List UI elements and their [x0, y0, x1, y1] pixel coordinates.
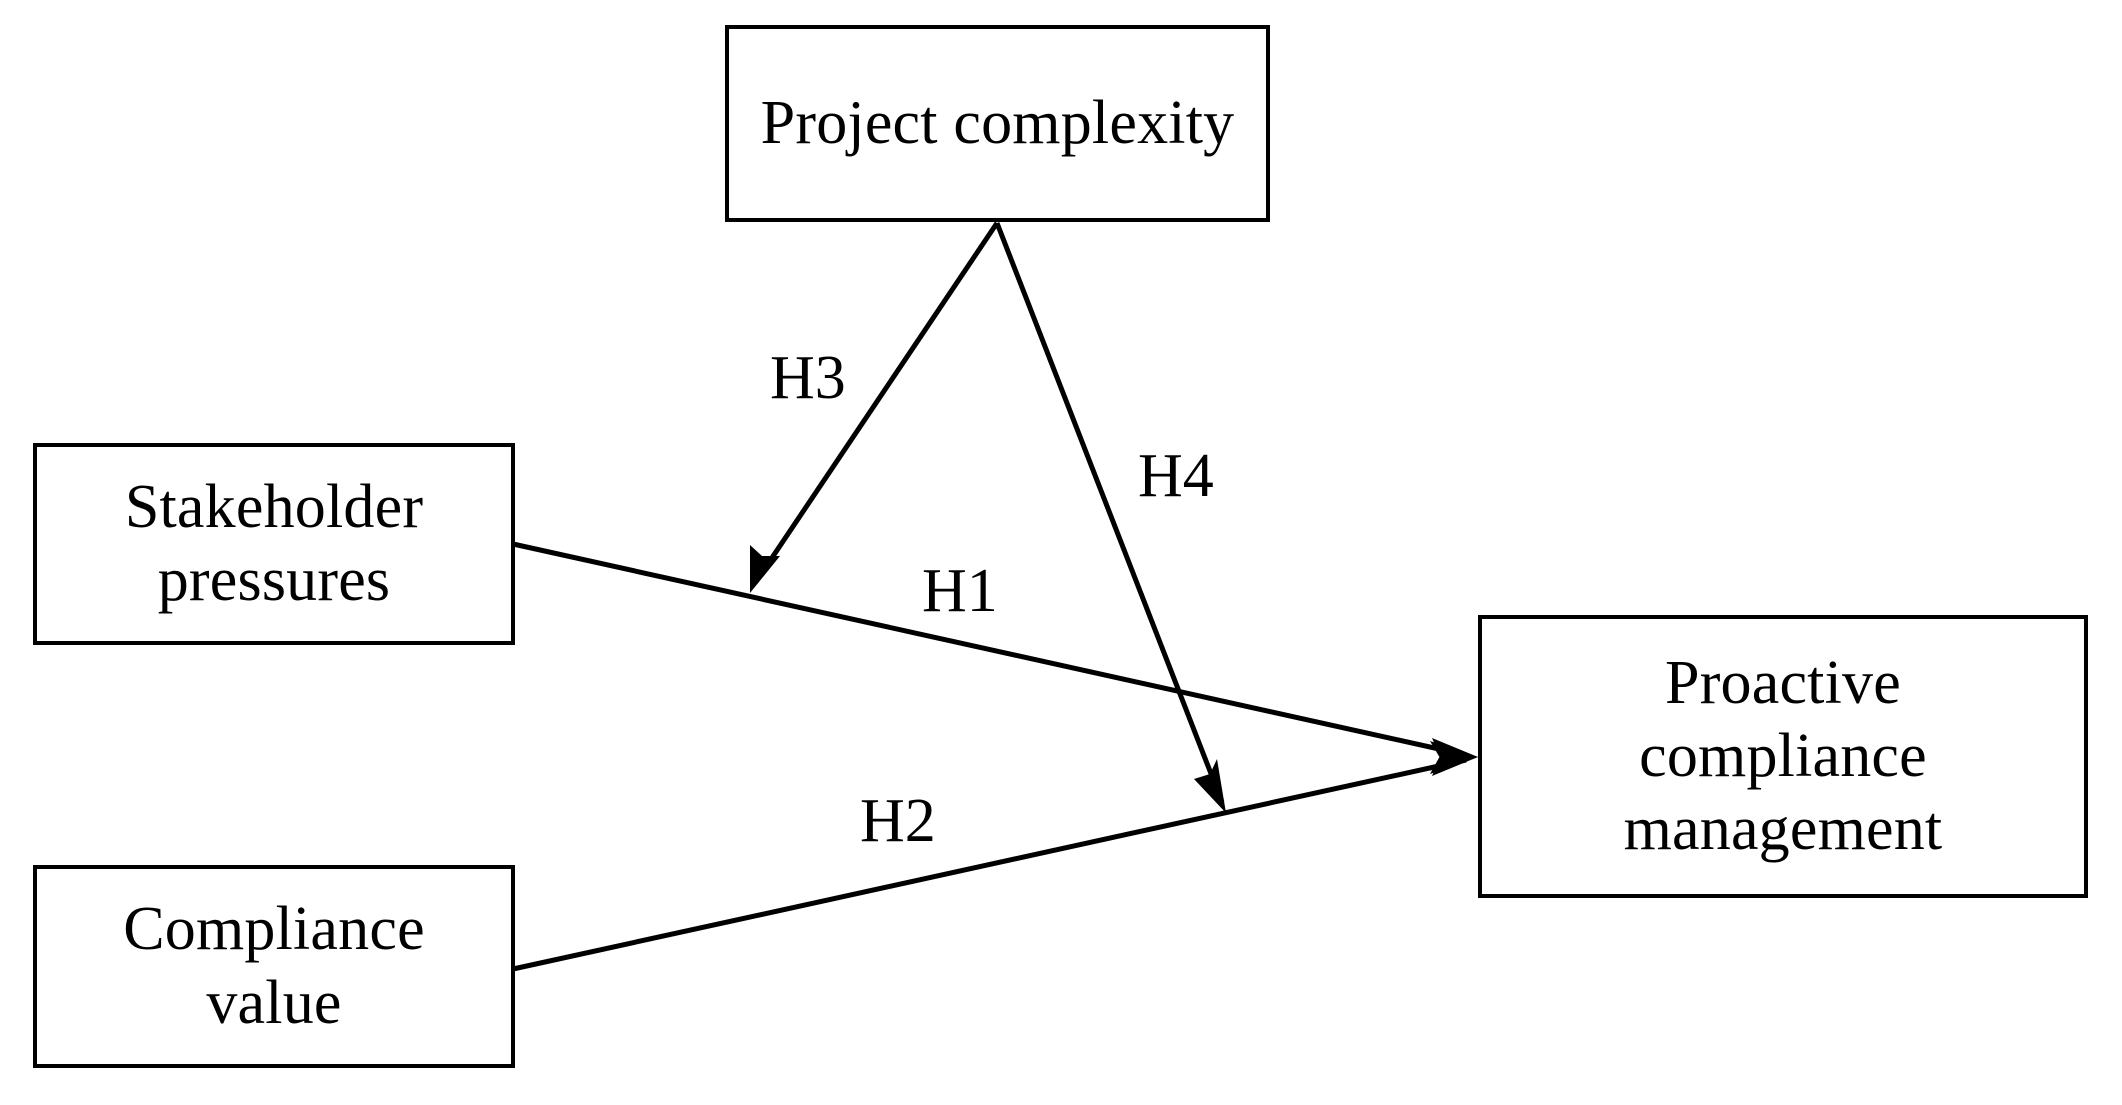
node-proactive-compliance-management-label: Proactive compliance management — [1623, 648, 1943, 864]
edge-h4 — [994, 222, 1226, 813]
edge-label-h4: H4 — [1138, 442, 1214, 510]
node-compliance-value-label: Compliance value — [123, 895, 425, 1037]
edge-label-h2: H2 — [860, 787, 936, 855]
node-proactive-compliance-management: Proactive compliance management — [1478, 615, 2088, 898]
node-compliance-value: Compliance value — [33, 865, 515, 1068]
node-project-complexity-label: Project complexity — [760, 88, 1235, 157]
node-stakeholder-pressures: Stakeholder pressures — [33, 443, 515, 645]
edge-label-h3: H3 — [770, 344, 846, 412]
edge-label-h1: H1 — [922, 557, 998, 625]
edge-h3 — [750, 221, 1000, 593]
edge-h2 — [512, 741, 1478, 972]
node-stakeholder-pressures-label: Stakeholder pressures — [124, 472, 424, 614]
node-project-complexity: Project complexity — [725, 25, 1270, 222]
